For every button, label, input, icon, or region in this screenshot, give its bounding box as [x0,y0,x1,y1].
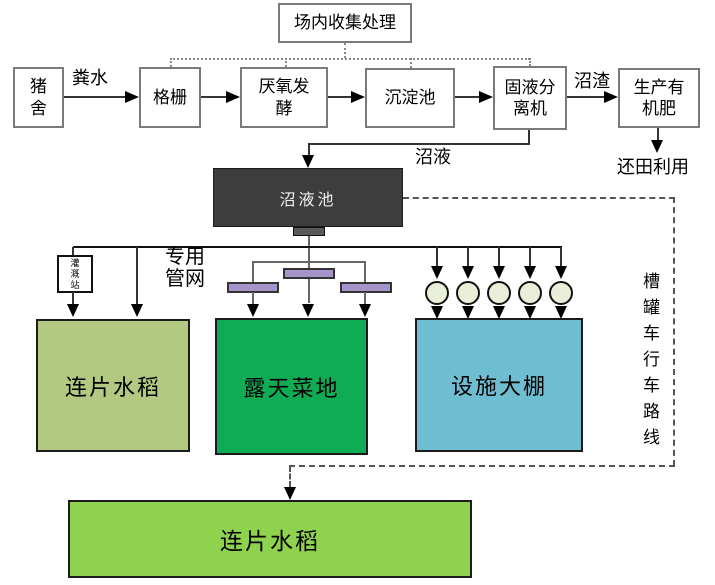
node-sedimentation: 沉淀池 [365,68,455,128]
arrowhead-icon [555,266,567,279]
field-greenhouse-label: 设施大棚 [450,374,547,399]
arrow-fertilizer-down [657,128,659,141]
field-vegetable-label: 露天菜地 [243,375,340,401]
line-bracket-left [252,261,254,283]
line-sprinkler-bracket [252,261,366,263]
arrowhead-icon [247,304,259,317]
node-pig-house-label: 猪 舍 [30,77,47,118]
label-pipe-network: 专用管网 [165,246,205,290]
dotted-connector [410,58,412,68]
arrowhead-icon [302,155,314,168]
node-collection: 场内收集处理 [278,3,412,43]
dashed-route-drop [289,466,291,487]
node-irrigation-station: 灌溉站 [57,255,93,293]
line-distribution-main [73,246,562,248]
arrowhead-icon [555,306,567,319]
line-separator-down [528,130,530,144]
dotted-connector [285,58,287,67]
tank-circle [518,281,542,305]
line-bracket-right [364,261,366,283]
line-slurry-horizontal [308,143,530,145]
field-rice-label: 连片水稻 [64,374,161,400]
node-separator: 固液分 离机 [493,66,567,130]
field-rice-bottom: 连片水稻 [68,500,472,578]
arrowhead-icon [479,91,493,103]
arrowhead-icon [524,266,536,279]
node-grid: 格栅 [139,67,201,128]
line-tank-drop [467,247,469,266]
line-slurry-down [308,143,310,156]
node-anaerobic-label: 厌氧发 酵 [258,77,310,118]
dashed-route-bottom [289,465,675,467]
line-tank-drop [529,247,531,266]
node-irrigation-station-label: 灌溉站 [69,257,80,291]
sprinkler-bar [340,282,392,293]
arrowhead-icon [462,306,474,319]
pool-outlet-pump [293,227,325,236]
arrowhead-icon [359,304,371,317]
node-slurry-pool-label: 沼液池 [279,191,337,209]
arrowhead-icon [431,266,443,279]
arrow-pig-to-grid [64,96,126,98]
tank-circle [425,281,449,305]
arrowhead-icon [351,91,365,103]
tank-circle [549,281,573,305]
dashed-route-right [673,197,675,466]
node-fertilizer-label: 生产有 机肥 [633,77,685,118]
arrow-anaerobic-to-sedimentation [328,96,352,98]
arrow-sedimentation-to-separator [455,96,480,98]
node-anaerobic: 厌氧发 酵 [240,67,328,128]
arrowhead-icon [524,306,536,319]
arrowhead-icon [226,91,240,103]
line-tank-drop [436,247,438,266]
arrowhead-icon [493,306,505,319]
dotted-connector [529,58,531,66]
arrow-grid-to-anaerobic [201,96,227,98]
arrowhead-icon [125,91,139,103]
arrowhead-icon [604,91,618,103]
arrow-separator-to-fertilizer [567,96,605,98]
node-separator-label: 固液分 离机 [504,77,556,118]
node-sedimentation-label: 沉淀池 [384,88,436,108]
dotted-connector [344,43,346,58]
node-grid-label: 格栅 [153,87,187,107]
sprinkler-bar [283,268,335,279]
arrowhead-icon [651,140,663,153]
node-fertilizer: 生产有 机肥 [618,68,700,128]
arrowhead-icon [131,304,143,317]
tank-circle [487,281,511,305]
line-to-station [72,247,74,255]
dotted-connector [170,58,530,60]
label-biogas-residue: 沼渣 [574,71,610,91]
arrowhead-icon [431,306,443,319]
field-vegetable: 露天菜地 [215,318,368,455]
line-sprinkler-down [252,292,254,305]
dotted-connector [170,58,172,67]
arrowhead-icon [67,304,79,317]
tank-circle [456,281,480,305]
line-station-down [72,292,74,305]
line-rice-drop [136,247,138,305]
line-sprinkler-down [364,292,366,305]
label-manure-water: 粪水 [72,68,108,88]
arrowhead-icon [462,266,474,279]
field-rice-bottom-label: 连片水稻 [220,529,320,554]
label-field-application: 还田利用 [617,157,689,177]
label-tanker-route: 槽罐车行车路线 [640,272,659,454]
node-slurry-pool: 沼液池 [213,168,403,227]
line-tank-drop [498,247,500,266]
arrowhead-icon [493,266,505,279]
arrowhead-icon [302,304,314,317]
field-greenhouse: 设施大棚 [415,318,583,452]
node-collection-label: 场内收集处理 [294,13,396,33]
node-pig-house: 猪 舍 [13,67,64,128]
line-tank-drop [560,247,562,266]
arrowhead-icon [284,487,296,500]
field-rice: 连片水稻 [36,319,190,452]
label-biogas-slurry: 沼液 [415,147,451,167]
dashed-route-top [403,197,675,199]
